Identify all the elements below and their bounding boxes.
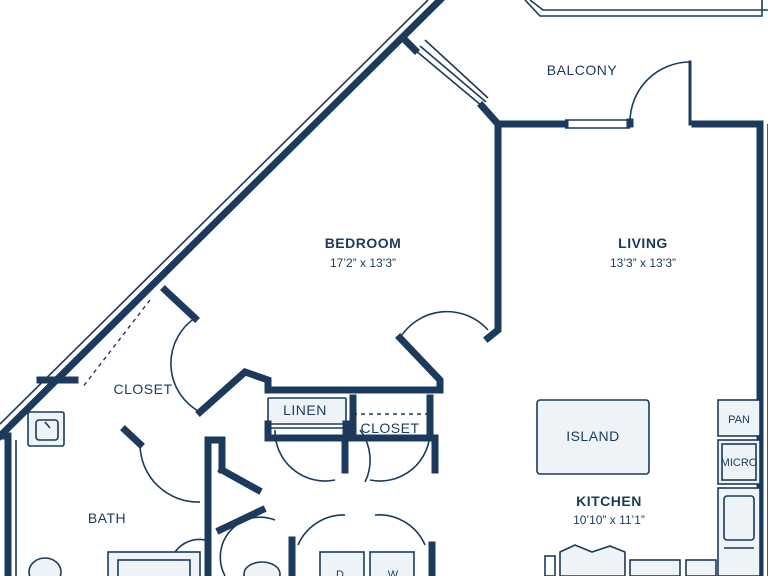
- bath-fixtures: [27, 411, 281, 576]
- bedroom-label: BEDROOM: [325, 235, 402, 251]
- balcony-railing: [524, 0, 768, 17]
- pantry-label: PAN: [728, 414, 750, 426]
- balcony-label: BALCONY: [547, 62, 618, 78]
- exterior-wall-diagonal: [0, 0, 445, 441]
- microwave-label: MICRO: [721, 457, 758, 469]
- laundry-area: [219, 514, 426, 576]
- bedroom-dimensions: 17’2” x 13’3”: [330, 256, 396, 270]
- living-label: LIVING: [618, 235, 668, 251]
- hall-closet: [349, 394, 434, 442]
- washer-label: W: [388, 569, 399, 576]
- kitchen-label: KITCHEN: [576, 493, 642, 509]
- dryer-label: D: [336, 569, 344, 576]
- exterior-wall-left: [0, 432, 17, 576]
- bath-label: BATH: [88, 510, 126, 526]
- linen-label: LINEN: [283, 402, 327, 418]
- linen-closet: [264, 397, 350, 442]
- hallway-walls: [204, 434, 439, 576]
- living-dimensions: 13’3” x 13’3”: [610, 256, 676, 270]
- hall-closet-label: CLOSET: [360, 420, 419, 436]
- island-label: ISLAND: [566, 428, 620, 444]
- bedroom-closet-rod: [81, 299, 151, 389]
- bedroom-closet-label: CLOSET: [113, 381, 172, 397]
- kitchen-fixtures: [536, 399, 761, 576]
- bedroom-walls: [36, 35, 502, 449]
- kitchen-dimensions: 10’10” x 11’1”: [573, 513, 645, 527]
